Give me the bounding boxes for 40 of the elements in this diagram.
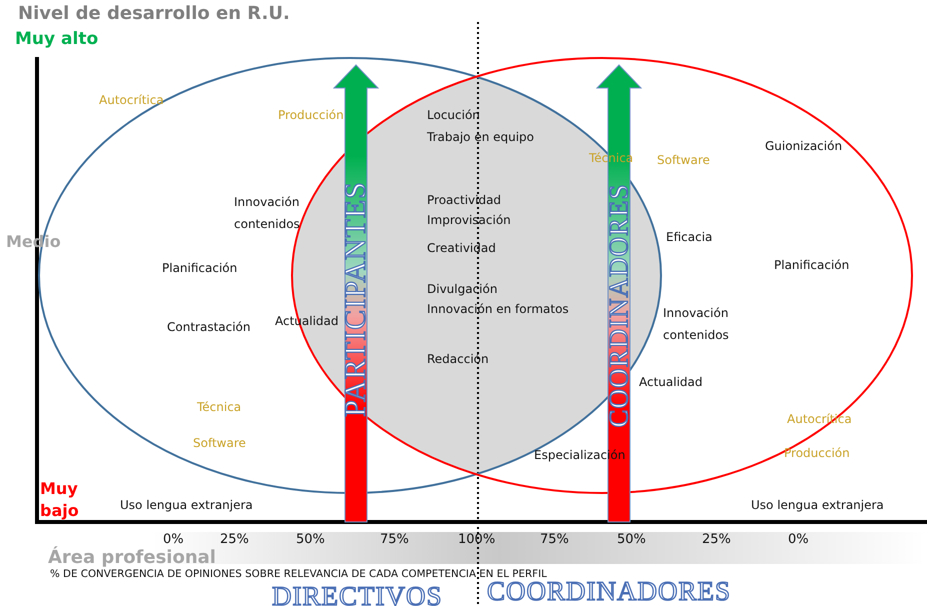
competency-label: Contrastación: [167, 320, 251, 335]
competency-label: Actualidad: [639, 375, 703, 390]
tick-label: 75%: [380, 532, 409, 547]
competency-label: Creatividad: [427, 241, 496, 256]
competency-label: Guionización: [765, 139, 842, 154]
competency-label: Producción: [278, 108, 344, 123]
axis-title: Nivel de desarrollo en R.U.: [18, 6, 290, 21]
competency-label: Software: [657, 153, 710, 168]
tick-label: 50%: [296, 532, 325, 547]
competency-label: Innovación en formatos: [427, 302, 569, 317]
scale-label: Muy alto: [15, 32, 98, 47]
competency-label: Técnica: [589, 151, 634, 166]
competency-label: Innovación contenidos: [663, 305, 730, 344]
tick-label: 50%: [617, 532, 646, 547]
competency-label: Eficacia: [666, 230, 712, 245]
competency-label: Producción: [784, 446, 850, 461]
tick-label: 100%: [458, 532, 496, 547]
competency-label: Trabajo en equipo: [427, 130, 534, 145]
competency-label: Software: [193, 436, 246, 451]
competency-label: Técnica: [197, 400, 242, 415]
competency-label: Proactividad: [427, 193, 502, 208]
competency-label: Divulgación: [427, 282, 498, 297]
competency-label: Autocrítica: [99, 93, 164, 108]
competency-label: Improvisación: [427, 213, 511, 228]
scale-label: Muy bajo: [40, 478, 80, 522]
tick-label: 25%: [220, 532, 249, 547]
competency-label: Innovación contenidos: [234, 194, 301, 233]
tick-label: 75%: [540, 532, 569, 547]
competency-label: Uso lengua extranjera: [751, 498, 884, 513]
tick-label: 0%: [163, 532, 184, 547]
competency-label: Planificación: [162, 261, 238, 276]
tick-label: 0%: [788, 532, 809, 547]
arrow-label: COORDINADORES: [604, 182, 635, 428]
competency-label: Uso lengua extranjera: [120, 498, 253, 513]
competency-label: Redacción: [427, 352, 489, 367]
competency-label: Locución: [427, 108, 480, 123]
group-title: DIRECTIVOS: [272, 581, 442, 606]
arrow-label: PARTICIPANTES: [338, 181, 373, 417]
competency-label: Planificación: [774, 258, 850, 273]
tick-label: 25%: [702, 532, 731, 547]
